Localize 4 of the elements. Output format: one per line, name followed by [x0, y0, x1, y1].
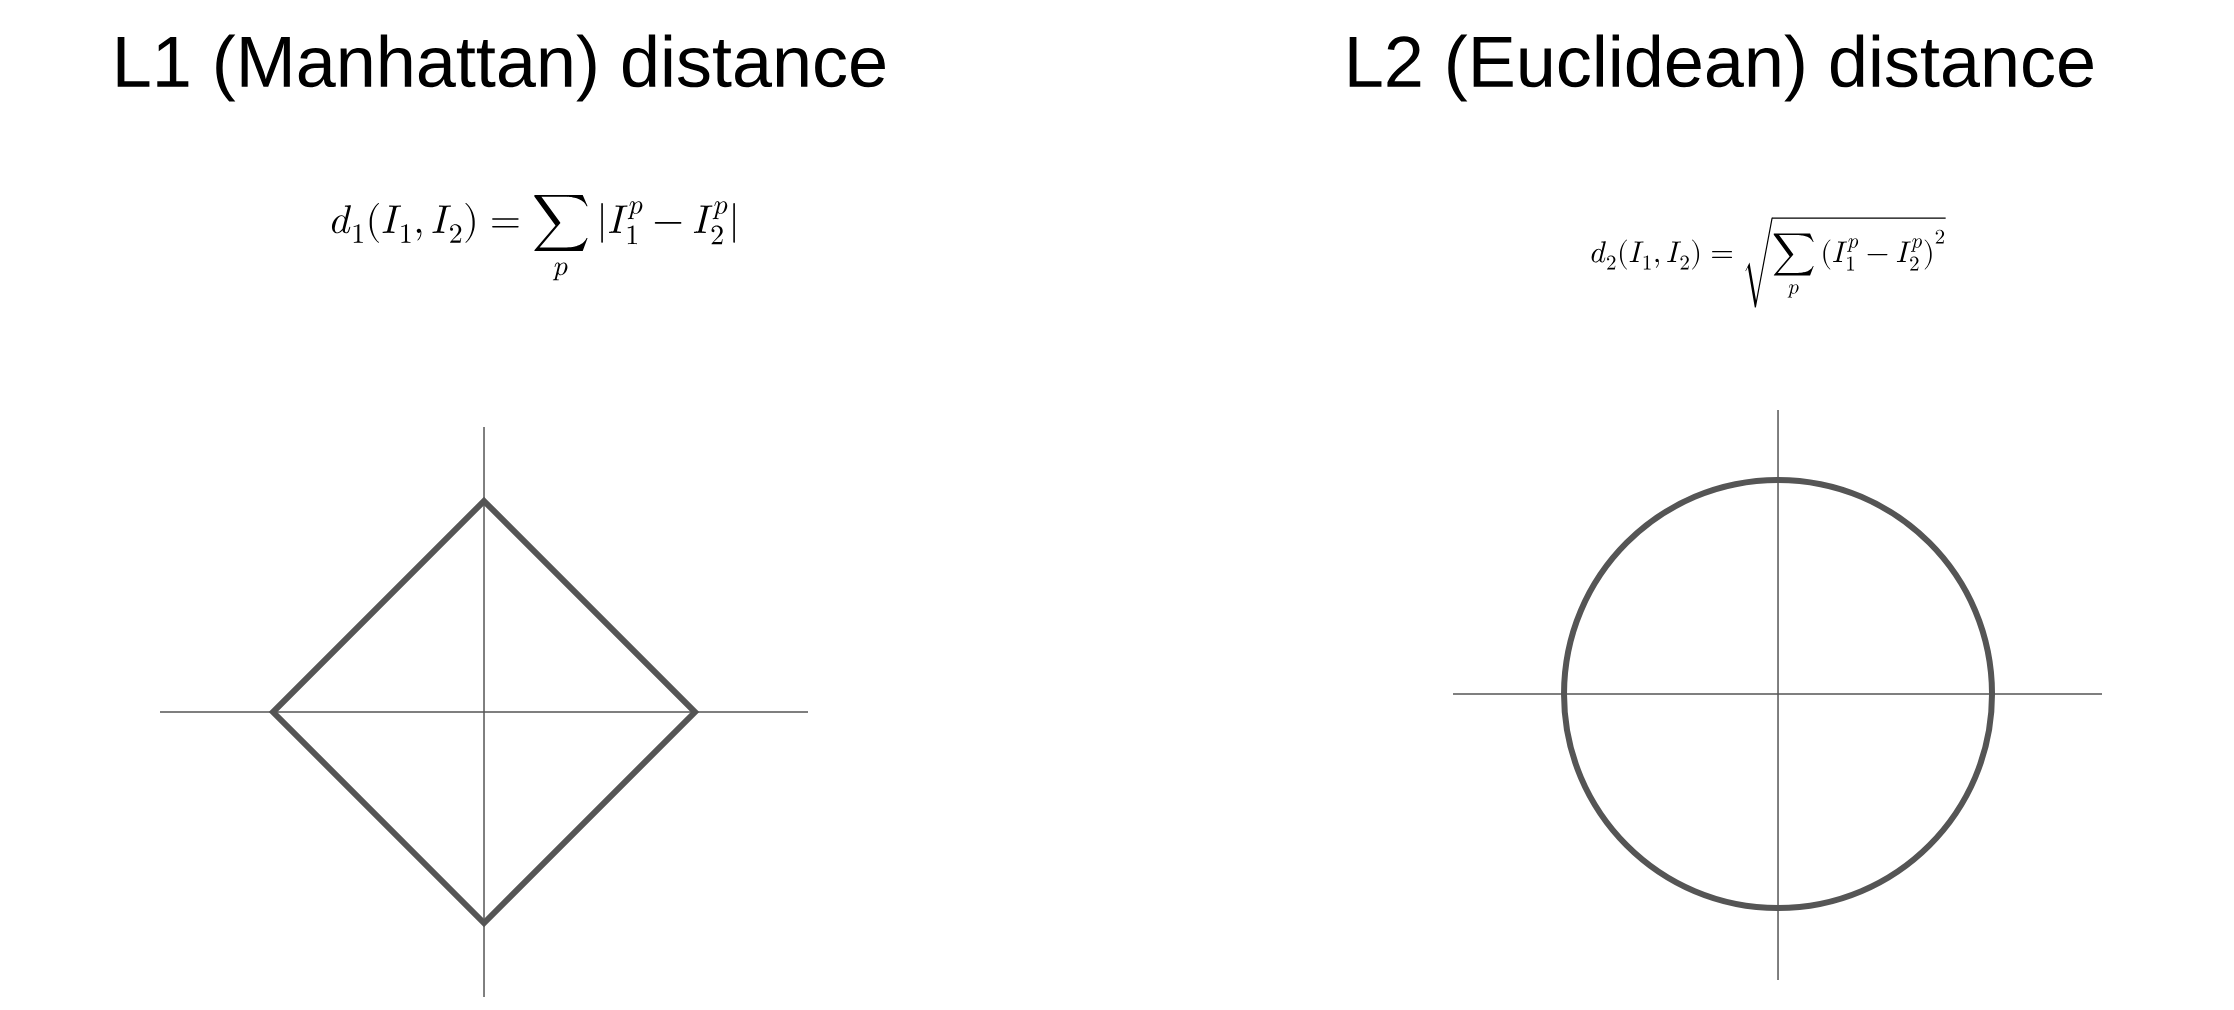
- heading: L1 (Manhattan) distance: [117, 34, 885, 102]
- formula: $d_1(I_1, I_2) = \sum_p \left| I_1^p - I_2^p \right|$: [331, 194, 735, 281]
- formula: $d_2(I_1, I_2) = \sqrt{\sum_p \left( I_1^p - I_2^p \right)^2}$: [1591, 217, 1946, 308]
- heading: L2 (Euclidean) distance: [1349, 34, 2093, 102]
